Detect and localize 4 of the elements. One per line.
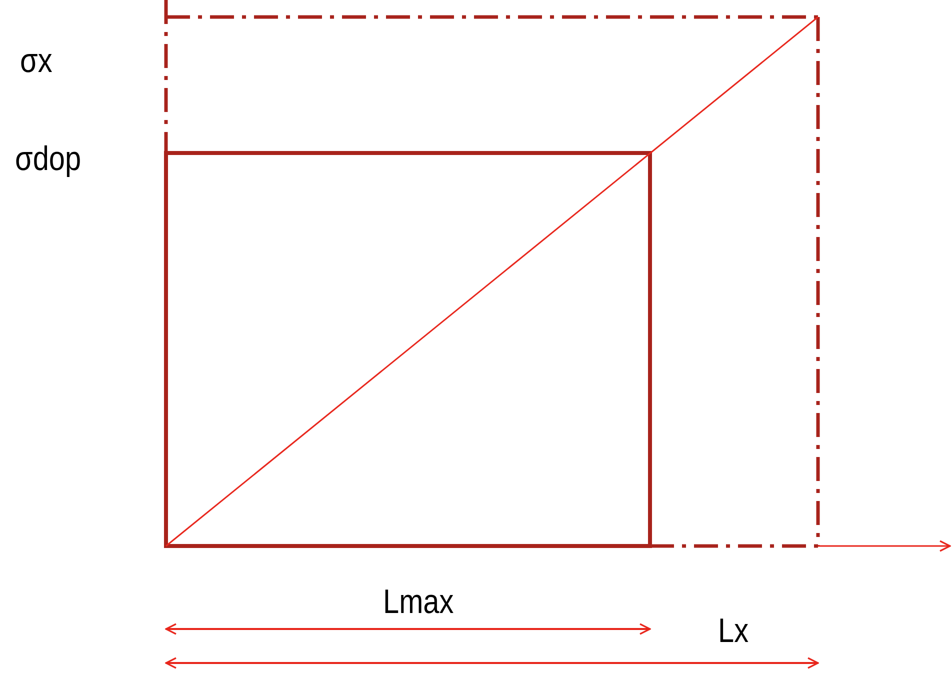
dimension-label: Lmax xyxy=(383,585,454,619)
dimension-label: Lx xyxy=(718,614,749,648)
axis-label: σx xyxy=(20,44,52,78)
axis-label: σdop xyxy=(15,142,82,176)
